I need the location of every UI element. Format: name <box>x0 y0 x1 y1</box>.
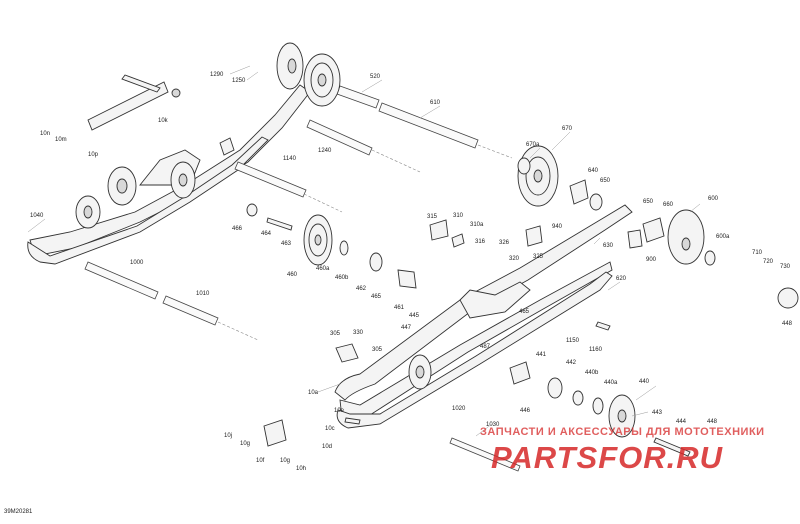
wheels <box>75 42 705 438</box>
callout-487: 487 <box>480 344 491 350</box>
callout-650b: 650 <box>643 199 654 205</box>
callout-310a: 310a <box>470 222 484 228</box>
labels: 1290 1250 520 610 10k 10n 10m 10p 670a 6… <box>30 72 793 472</box>
wheel-mid-left <box>170 161 196 199</box>
callout-326: 326 <box>499 240 510 246</box>
leader-lines <box>27 65 701 437</box>
callout-10a: 10a <box>308 390 319 396</box>
callout-465: 465 <box>371 294 382 300</box>
callout-640: 640 <box>588 168 599 174</box>
callout-1140: 1140 <box>283 156 297 162</box>
callout-305: 305 <box>330 331 341 337</box>
wheel-10a <box>408 354 432 390</box>
wheel-600 <box>667 209 705 265</box>
watermark-text: ЗАПЧАСТИ И АКСЕССУАРЫ ДЛЯ МОТОТЕХНИКИ <box>480 426 765 438</box>
callout-316: 316 <box>475 239 486 245</box>
callout-670a: 670a <box>526 142 540 148</box>
diagram-code: 39M20281 <box>4 509 33 515</box>
callout-1010: 1010 <box>196 291 210 297</box>
callout-630: 630 <box>603 243 614 249</box>
callout-660: 660 <box>663 202 674 208</box>
callout-440b: 440b <box>585 370 599 376</box>
callout-444: 444 <box>676 419 687 425</box>
callout-10h: 10h <box>296 466 306 472</box>
callout-462: 462 <box>356 286 367 292</box>
callout-305b: 305 <box>372 347 383 353</box>
wheel-670 <box>517 145 559 207</box>
callout-1030: 1030 <box>486 422 500 428</box>
callout-460: 460 <box>287 272 298 278</box>
wheel-rear-left <box>107 166 137 206</box>
small-parts <box>87 74 799 457</box>
callout-10n: 10n <box>40 131 50 137</box>
wheel-1250 <box>303 53 341 107</box>
callout-520: 520 <box>370 74 381 80</box>
callout-1040: 1040 <box>30 213 44 219</box>
callout-445: 445 <box>409 313 420 319</box>
callout-461: 461 <box>394 305 405 311</box>
callout-460b: 460b <box>335 275 349 281</box>
callout-1290: 1290 <box>210 72 224 78</box>
callout-320: 320 <box>509 256 520 262</box>
callout-1000: 1000 <box>130 260 144 266</box>
wheel-1290 <box>276 42 304 90</box>
callout-440: 440 <box>639 379 650 385</box>
shafts <box>84 85 521 472</box>
callout-10g: 10g <box>240 441 250 447</box>
callout-325: 325 <box>533 254 544 260</box>
callout-670: 670 <box>562 126 573 132</box>
callout-447: 447 <box>401 325 412 331</box>
callout-446: 446 <box>520 408 531 414</box>
callout-1150: 1150 <box>566 338 580 344</box>
callout-10p: 10p <box>88 152 99 158</box>
wheel-rear-left-b <box>75 195 101 229</box>
callout-650: 650 <box>600 178 611 184</box>
watermark-logo: PARTSFOR.RU <box>491 440 724 475</box>
callout-466: 466 <box>232 226 243 232</box>
callout-10m: 10m <box>55 137 67 143</box>
callout-1250: 1250 <box>232 78 246 84</box>
callout-464: 464 <box>261 231 272 237</box>
callout-10g-b: 10g <box>280 458 290 464</box>
callout-442: 442 <box>566 360 577 366</box>
callout-10d: 10d <box>322 444 332 450</box>
callout-900: 900 <box>646 257 657 263</box>
wheel-440 <box>608 394 636 438</box>
callout-710: 710 <box>752 250 763 256</box>
callout-720: 720 <box>763 259 774 265</box>
callout-460a: 460a <box>316 266 330 272</box>
callout-463: 463 <box>281 241 292 247</box>
callout-1240: 1240 <box>318 148 332 154</box>
callout-448b: 448 <box>782 321 793 327</box>
callout-440a: 440a <box>604 380 618 386</box>
callout-940: 940 <box>552 224 563 230</box>
callout-1020: 1020 <box>452 406 466 412</box>
callout-330: 330 <box>353 330 364 336</box>
callout-10f: 10f <box>256 458 265 464</box>
callout-10k: 10k <box>158 118 169 124</box>
callout-10j: 10j <box>224 433 232 439</box>
callout-310: 310 <box>453 213 464 219</box>
callout-465b: 465 <box>519 309 530 315</box>
callout-600a: 600a <box>716 234 730 240</box>
wheel-460 <box>303 214 333 266</box>
callout-448: 448 <box>707 419 718 425</box>
callout-600: 600 <box>708 196 719 202</box>
callout-1160: 1160 <box>589 347 603 353</box>
callout-315: 315 <box>427 214 438 220</box>
callout-10e: 10e <box>334 408 345 414</box>
callout-441: 441 <box>536 352 547 358</box>
callout-443: 443 <box>652 410 663 416</box>
right-rail <box>334 204 633 429</box>
callout-10c: 10c <box>325 426 335 432</box>
callout-620: 620 <box>616 276 627 282</box>
callout-610: 610 <box>430 100 441 106</box>
callout-730: 730 <box>780 264 791 270</box>
